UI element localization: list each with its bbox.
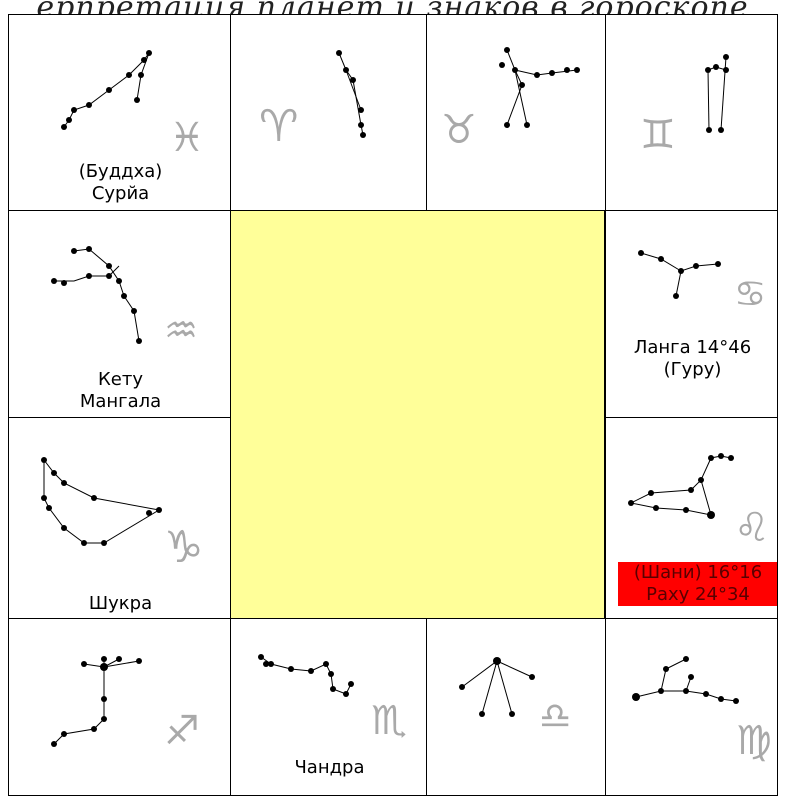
house-label-line: (Гуру) [606,359,778,381]
house-aries: ♈ [230,14,427,211]
house-aquarius: ♒ Кету Мангала [8,210,231,418]
house-cancer-label: Ланга 14°46 (Гуру) [606,337,778,381]
virgo-constellation [606,619,778,796]
house-pisces: ♓ (Буддха) Сурйа [8,14,231,211]
house-pisces-label: (Буддха) Сурйа [9,161,231,205]
house-leo-label: (Шани) 16°16 Раху 24°34 [618,562,778,606]
capricorn-constellation [9,418,231,619]
house-scorpio: ♏ Чандра [230,618,427,796]
house-label-line: Раху 24°34 [618,584,778,606]
house-label-line: (Шани) 16°16 [618,562,778,584]
house-label-line: Ланга 14°46 [606,337,778,359]
house-label-line: Кету [9,369,231,391]
house-leo: ♌ (Шани) 16°16 Раху 24°34 [605,417,778,619]
aries-icon: ♈ [259,105,298,149]
cancer-icon: ♋ [734,277,766,313]
gemini-constellation [606,15,778,211]
house-capricorn-label: Шукра [9,593,231,615]
libra-icon: ♎ [539,699,571,735]
leo-icon: ♌ [734,508,770,548]
taurus-icon: ♉ [441,110,477,150]
capricorn-icon: ♑ [164,526,203,570]
house-label-line: Чандра [231,757,427,779]
house-cancer: ♋ Ланга 14°46 (Гуру) [605,210,778,418]
house-libra: ♎ [426,618,606,796]
virgo-icon: ♍ [736,721,772,761]
house-virgo: ♍ [605,618,778,796]
pisces-icon: ♓ [169,118,205,158]
house-taurus: ♉ [426,14,606,211]
house-label-line: Мангала [9,391,231,413]
house-aquarius-label: Кету Мангала [9,369,231,413]
scorpio-icon: ♏ [371,701,407,741]
house-gemini: ♊ [605,14,778,211]
house-label-line: Сурйа [9,183,231,205]
house-label-line: Шукра [9,593,231,615]
chart-center-panel [230,210,605,619]
aquarius-icon: ♒ [164,311,198,349]
house-label-line: (Буддха) [9,161,231,183]
libra-constellation [427,619,606,796]
gemini-icon: ♊ [640,115,676,155]
sagittarius-icon: ♐ [164,711,200,751]
house-capricorn: ♑ Шукра [8,417,231,619]
house-sagittarius: ♐ [8,618,231,796]
house-scorpio-label: Чандра [231,757,427,779]
